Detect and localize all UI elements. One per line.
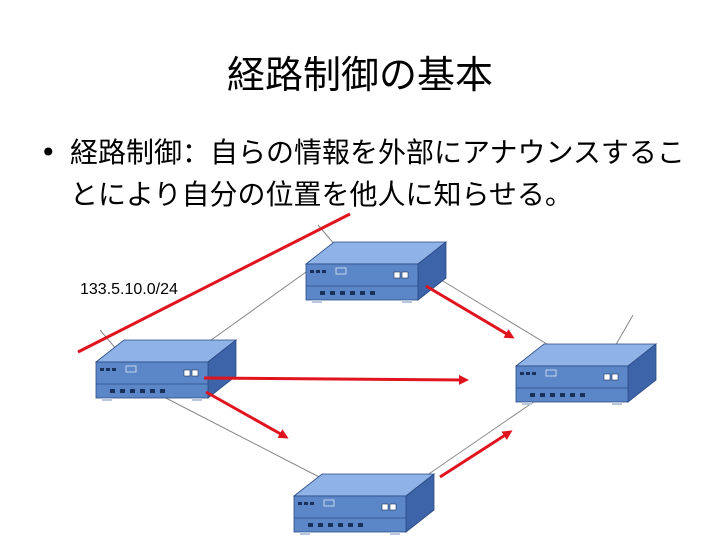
announce-line-origin xyxy=(77,212,351,354)
bullet-text: 経路制御：自らの情報を外部にアナウンスすることにより自分の位置を他人に知らせる。 xyxy=(70,136,685,211)
router-icon-right xyxy=(515,343,657,406)
link-left-stub xyxy=(99,329,118,351)
slide-title: 経路制御の基本 xyxy=(226,53,493,97)
link-left-bottom xyxy=(159,394,326,481)
link-left-top xyxy=(199,261,321,349)
bullet-item: • 経路制御：自らの情報を外部にアナウンスすることにより自分の位置を他人に知らせ… xyxy=(40,132,700,216)
bullet-marker: • xyxy=(40,136,57,169)
arrow-icon-left-bottom xyxy=(205,390,289,439)
router-icon-bottom xyxy=(293,473,435,536)
link-right-stub xyxy=(613,314,634,349)
link-top-right xyxy=(427,271,561,353)
arrow-icon-bottom-right xyxy=(439,430,513,479)
router-icon-top xyxy=(305,241,447,304)
arrow-icon-top-right xyxy=(425,284,515,339)
router-icon-left xyxy=(95,339,237,402)
arrow-icon-left-right xyxy=(203,374,469,385)
link-bottom-right xyxy=(419,391,549,481)
prefix-label: 133.5.10.0/24 xyxy=(80,281,178,298)
